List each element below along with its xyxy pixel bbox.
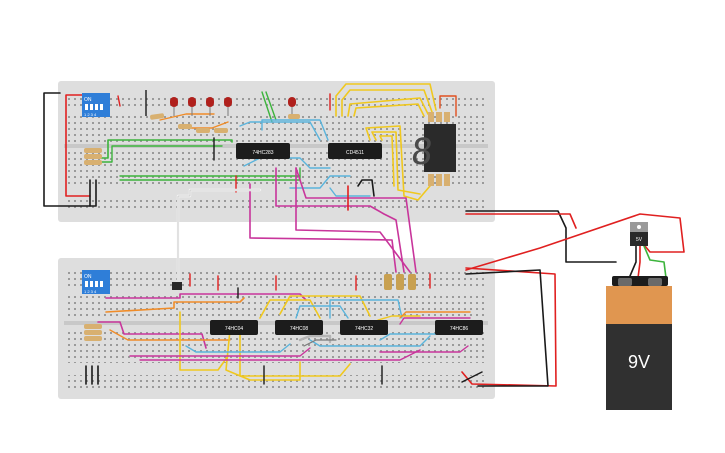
dip-switch-bottom-numbers: 1 2 3 4 (84, 289, 97, 294)
battery-9v[interactable]: 9V (606, 276, 672, 410)
regulator-label: 5V (636, 237, 643, 243)
top-wires[interactable] (43, 83, 457, 284)
chip-74hc283[interactable]: 74HC283 (236, 143, 290, 159)
bottom-wires[interactable] (85, 273, 483, 385)
chip-74hc86[interactable]: 74HC86 (435, 320, 483, 335)
chip-cd4511-label: CD4511 (346, 150, 364, 156)
chip-74hc08[interactable]: 74HC08 (275, 320, 323, 335)
chip-74hc04[interactable]: 74HC04 (210, 320, 258, 335)
dip-switch-bottom[interactable]: ON 1 2 3 4 (82, 270, 110, 294)
power-wires[interactable] (461, 210, 685, 387)
dip-switch-bottom-on-label: ON (84, 274, 92, 280)
chip-74hc32[interactable]: 74HC32 (340, 320, 388, 335)
slide-switch[interactable] (172, 282, 182, 290)
resistors-bottom[interactable] (84, 274, 416, 341)
display-digit: 8 (409, 131, 435, 173)
dip-switch-top[interactable]: ON 1 2 3 4 (82, 93, 110, 117)
chip-74hc86-label: 74HC86 (450, 326, 469, 332)
seven-segment-display[interactable]: 8 (409, 112, 456, 186)
voltage-regulator[interactable]: 5V (630, 222, 648, 246)
dip-switch-top-numbers: 1 2 3 4 (84, 112, 97, 117)
battery-label: 9V (628, 352, 650, 372)
resistors-top[interactable] (84, 113, 300, 165)
dip-switch-top-on-label: ON (84, 97, 92, 103)
chip-74hc32-label: 74HC32 (355, 326, 374, 332)
chip-cd4511[interactable]: CD4511 (328, 143, 382, 159)
chip-74hc283-label: 74HC283 (252, 150, 273, 156)
chip-74hc04-label: 74HC04 (225, 326, 244, 332)
chip-74hc08-label: 74HC08 (290, 326, 309, 332)
